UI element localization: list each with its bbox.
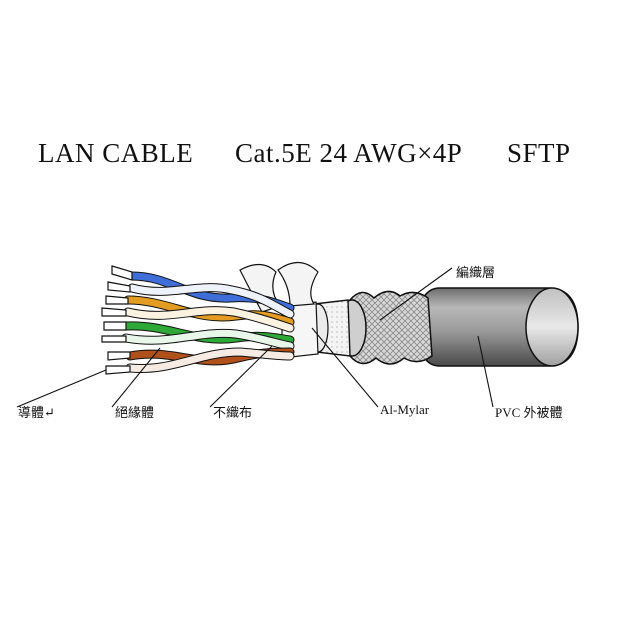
leader-lines — [16, 267, 494, 408]
label-conductor: 導體↵ — [18, 405, 55, 420]
twisted-pair-orange — [123, 295, 295, 333]
label-braid: 編織層 — [456, 265, 496, 280]
jacket-end-cap — [525, 287, 579, 367]
conductor-tips — [101, 265, 133, 375]
leader-nonwoven — [209, 345, 273, 408]
leader-jacket — [477, 335, 494, 408]
pvc-jacket — [417, 287, 579, 367]
label-insulation: 絕緣體 — [115, 405, 155, 420]
title-cable-type: LAN CABLE — [38, 138, 194, 168]
label-al-mylar: Al-Mylar — [380, 402, 430, 417]
twisted-pair-blue — [127, 271, 295, 319]
twisted-pair-green — [121, 321, 295, 351]
title-spec: Cat.5E 24 AWG×4P — [235, 138, 463, 168]
leader-insulation — [111, 347, 161, 408]
leader-mylar — [311, 327, 379, 408]
braid-shield — [337, 290, 433, 365]
title: LAN CABLE Cat.5E 24 AWG×4P SFTP — [0, 138, 620, 178]
leader-braid — [379, 267, 453, 321]
leader-conductor — [16, 369, 107, 408]
twisted-pair-brown — [125, 347, 295, 374]
label-pvc-jacket: PVC 外被體 — [495, 405, 563, 420]
title-shield-type: SFTP — [507, 138, 571, 168]
label-nonwoven: 不織布 — [213, 405, 253, 420]
